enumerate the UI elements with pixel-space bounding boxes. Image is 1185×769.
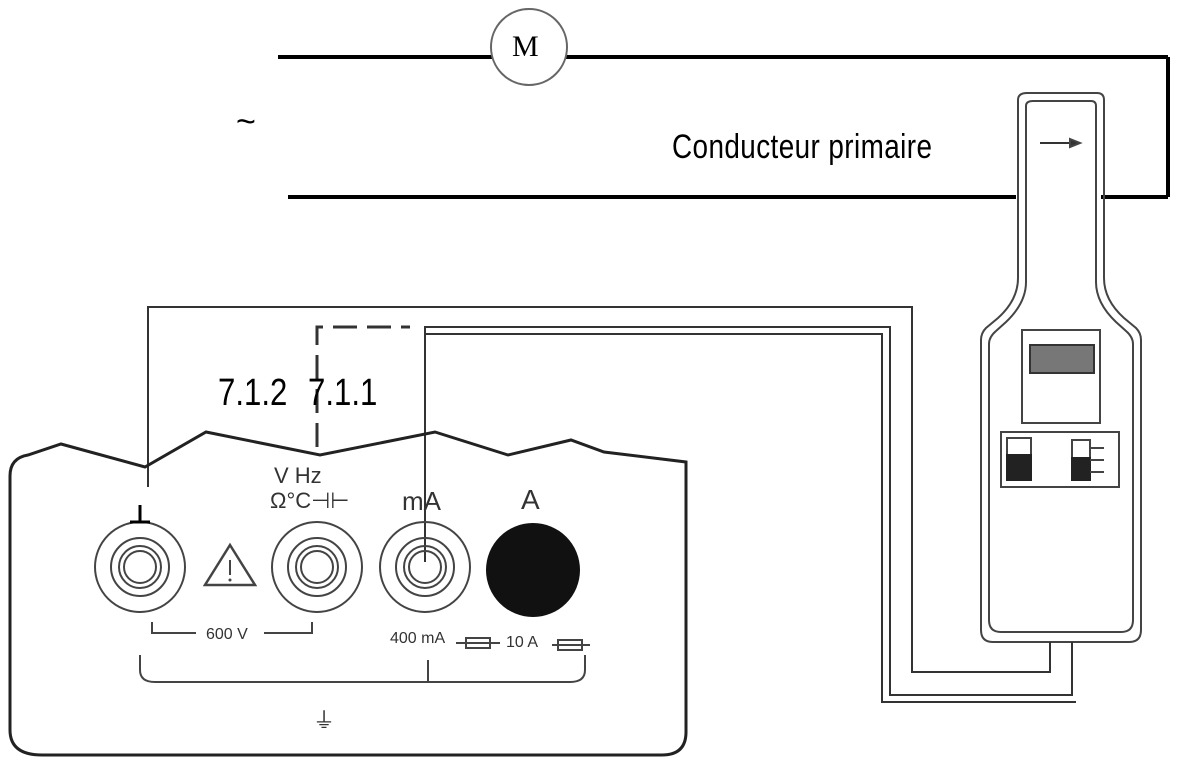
- lead-ma-outer: [425, 333, 1076, 703]
- clamp-switch-panel: [1000, 431, 1120, 488]
- reference-711: 7.1.1: [308, 372, 378, 414]
- terminal-v-label-top: V Hz: [274, 463, 322, 488]
- clamp-outline: [980, 92, 1142, 643]
- warning-icon-dot: [228, 578, 232, 582]
- terminals: [94, 505, 580, 617]
- terminal-a-label: A: [521, 484, 540, 515]
- reference-712: 7.1.2: [218, 372, 288, 414]
- terminal-a[interactable]: [486, 523, 580, 617]
- lead-v-dashed: [315, 325, 410, 447]
- lead-com: [147, 306, 1051, 673]
- bracket-600v-right: [264, 622, 313, 634]
- bracket-ground: [139, 655, 586, 683]
- range-400ma-label: 400 mA: [390, 630, 446, 647]
- terminal-ma-label: mA: [402, 486, 441, 516]
- ground-icon: ⏚: [313, 708, 336, 733]
- terminal-com[interactable]: [94, 521, 186, 613]
- primary-conductor-label: Conducteur primaire: [672, 128, 933, 166]
- clamp-leads: [147, 306, 1076, 703]
- terminal-ma[interactable]: [379, 521, 471, 613]
- current-clamp: [980, 92, 1142, 643]
- ac-source-symbol: ~: [236, 103, 256, 141]
- fuse-10a-icon: [557, 639, 583, 651]
- meter-body: [8, 430, 688, 757]
- terminal-v-label-bottom: Ω°C⊣⊢: [270, 488, 350, 513]
- motor-circle: [490, 8, 568, 86]
- warning-icon: [202, 542, 258, 587]
- motor-label: M: [512, 30, 539, 63]
- range-600v-label: 600 V: [206, 626, 248, 643]
- range-10a-label: 10 A: [506, 634, 539, 651]
- fuse-400ma-icon: [465, 637, 491, 649]
- meter-outline: [8, 430, 688, 757]
- clamp-switch-left-knob[interactable]: [1006, 454, 1032, 481]
- clamp-arrow-head: [1069, 137, 1083, 149]
- bracket-600v-left: [151, 622, 196, 634]
- primary-circuit: [278, 55, 1170, 199]
- clamp-display[interactable]: [1029, 344, 1095, 374]
- terminal-v[interactable]: [271, 521, 363, 613]
- clamp-display-frame: [1021, 329, 1101, 424]
- clamp-switch-right-knob[interactable]: [1071, 457, 1091, 481]
- range-brackets: [139, 622, 590, 683]
- clamp-inner-outline: [988, 100, 1134, 633]
- lead-ma: [424, 326, 1073, 696]
